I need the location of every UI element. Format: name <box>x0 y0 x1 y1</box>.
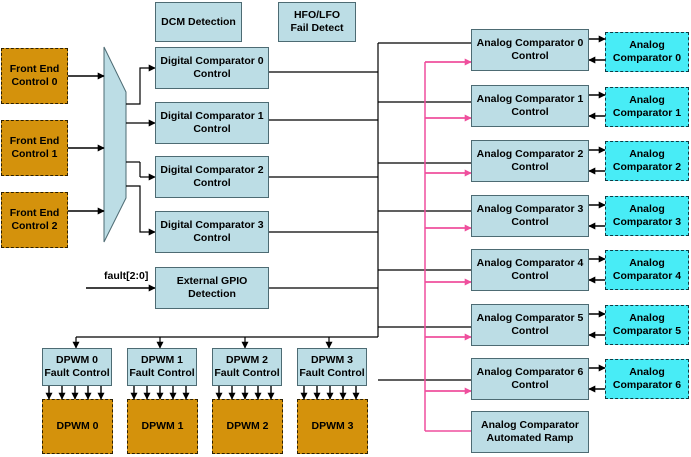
fault-input-label: fault[2:0] <box>104 270 149 282</box>
analog-comparator-0: Analog Comparator 0 <box>605 32 689 72</box>
front-end-control-0: Front End Control 0 <box>1 48 68 104</box>
fault-multiplexer <box>103 46 127 243</box>
analog-comparator-6: Analog Comparator 6 <box>605 359 689 399</box>
mux-to-dc0-wire <box>126 64 156 105</box>
front-end-control-1: Front End Control 1 <box>1 120 68 176</box>
analog-comparator-4-control: Analog Comparator 4 Control <box>471 249 589 291</box>
mux-to-dc3-wire <box>126 185 156 236</box>
analog-comparator-1-control: Analog Comparator 1 Control <box>471 85 589 127</box>
analog-comparator-0-control: Analog Comparator 0 Control <box>471 29 589 71</box>
hfo-lfo-fail-detect-block: HFO/LFO Fail Detect <box>278 2 356 42</box>
analog-comparator-6-control: Analog Comparator 6 Control <box>471 358 589 400</box>
dpwm-2: DPWM 2 <box>212 399 283 454</box>
dpwm-2-fault-control: DPWM 2 Fault Control <box>212 348 282 386</box>
analog-comparator-5-control: Analog Comparator 5 Control <box>471 304 589 346</box>
digital-comparator-2-control: Digital Comparator 2 Control <box>155 156 269 198</box>
analog-comparator-2-control: Analog Comparator 2 Control <box>471 140 589 182</box>
dcm-detection-block: DCM Detection <box>155 2 242 42</box>
dpwm-0-fault-control: DPWM 0 Fault Control <box>42 348 112 386</box>
analog-comparator-2: Analog Comparator 2 <box>605 141 689 181</box>
dpwm-1-fault-control: DPWM 1 Fault Control <box>127 348 197 386</box>
analog-comparator-3-control: Analog Comparator 3 Control <box>471 195 589 237</box>
analog-comparator-3: Analog Comparator 3 <box>605 196 689 236</box>
dpwm-0: DPWM 0 <box>42 399 113 454</box>
front-end-control-2: Front End Control 2 <box>1 192 68 248</box>
dpwm-1: DPWM 1 <box>127 399 198 454</box>
digital-comparator-1-control: Digital Comparator 1 Control <box>155 102 269 144</box>
digital-comparator-0-control: Digital Comparator 0 Control <box>155 47 269 89</box>
digital-comparator-3-control: Digital Comparator 3 Control <box>155 211 269 253</box>
dpwm-3: DPWM 3 <box>297 399 368 454</box>
dpwm-3-fault-control: DPWM 3 Fault Control <box>297 348 367 386</box>
analog-comparator-4: Analog Comparator 4 <box>605 250 689 290</box>
analog-comparator-automated-ramp: Analog Comparator Automated Ramp <box>471 411 589 453</box>
analog-comparator-5: Analog Comparator 5 <box>605 305 689 345</box>
analog-comparator-1: Analog Comparator 1 <box>605 87 689 127</box>
external-gpio-detection: External GPIO Detection <box>155 267 269 309</box>
